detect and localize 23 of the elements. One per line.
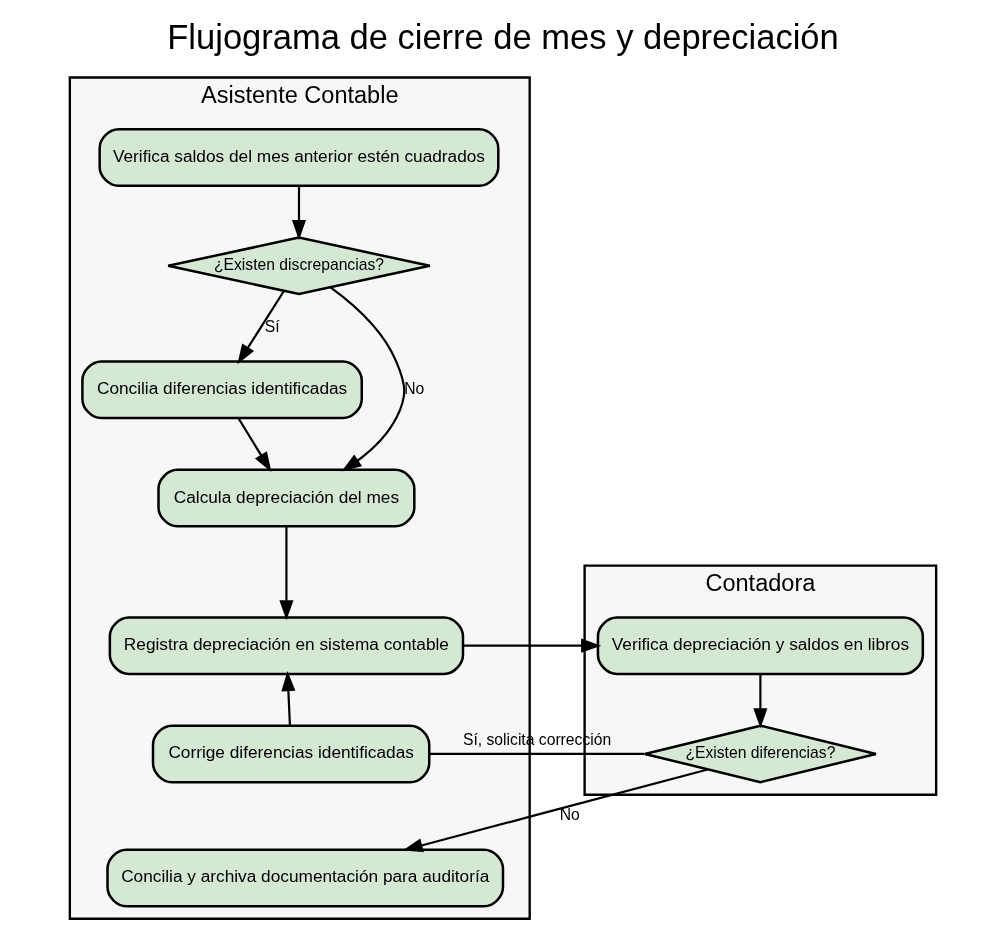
arrow — [278, 526, 293, 621]
node-box: Calcula depreciación del mes — [156, 468, 416, 528]
node-box: Registra depreciación en sistema contable — [108, 616, 464, 676]
node-box: Concilia y archiva documentación para auditoría — [105, 848, 504, 908]
arrow — [291, 186, 306, 241]
edge-label: No — [403, 379, 424, 397]
node-box: Concilia diferencias identificadas — [80, 360, 363, 420]
node-box: Corrige diferencias identificadas — [151, 724, 430, 784]
diagram-title: Flujograma de cierre de mes y depreciación — [166, 17, 839, 56]
arrow — [402, 768, 708, 853]
node-diamond: ¿Existen diferencias? — [643, 724, 877, 784]
connector — [428, 752, 644, 756]
edge-label: No — [559, 805, 580, 823]
arrow — [329, 286, 405, 472]
arrow — [236, 290, 285, 365]
arrow — [462, 638, 601, 653]
node-box: Verifica saldos del mes anterior estén cuadrados — [97, 128, 500, 188]
arrow — [280, 670, 295, 726]
edge-label: Sí — [264, 317, 280, 335]
arrow — [752, 674, 767, 729]
node-diamond: ¿Existen discrepancias? — [166, 236, 431, 296]
arrow — [237, 417, 271, 473]
node-box: Verifica depreciación y saldos en libros — [596, 616, 924, 676]
